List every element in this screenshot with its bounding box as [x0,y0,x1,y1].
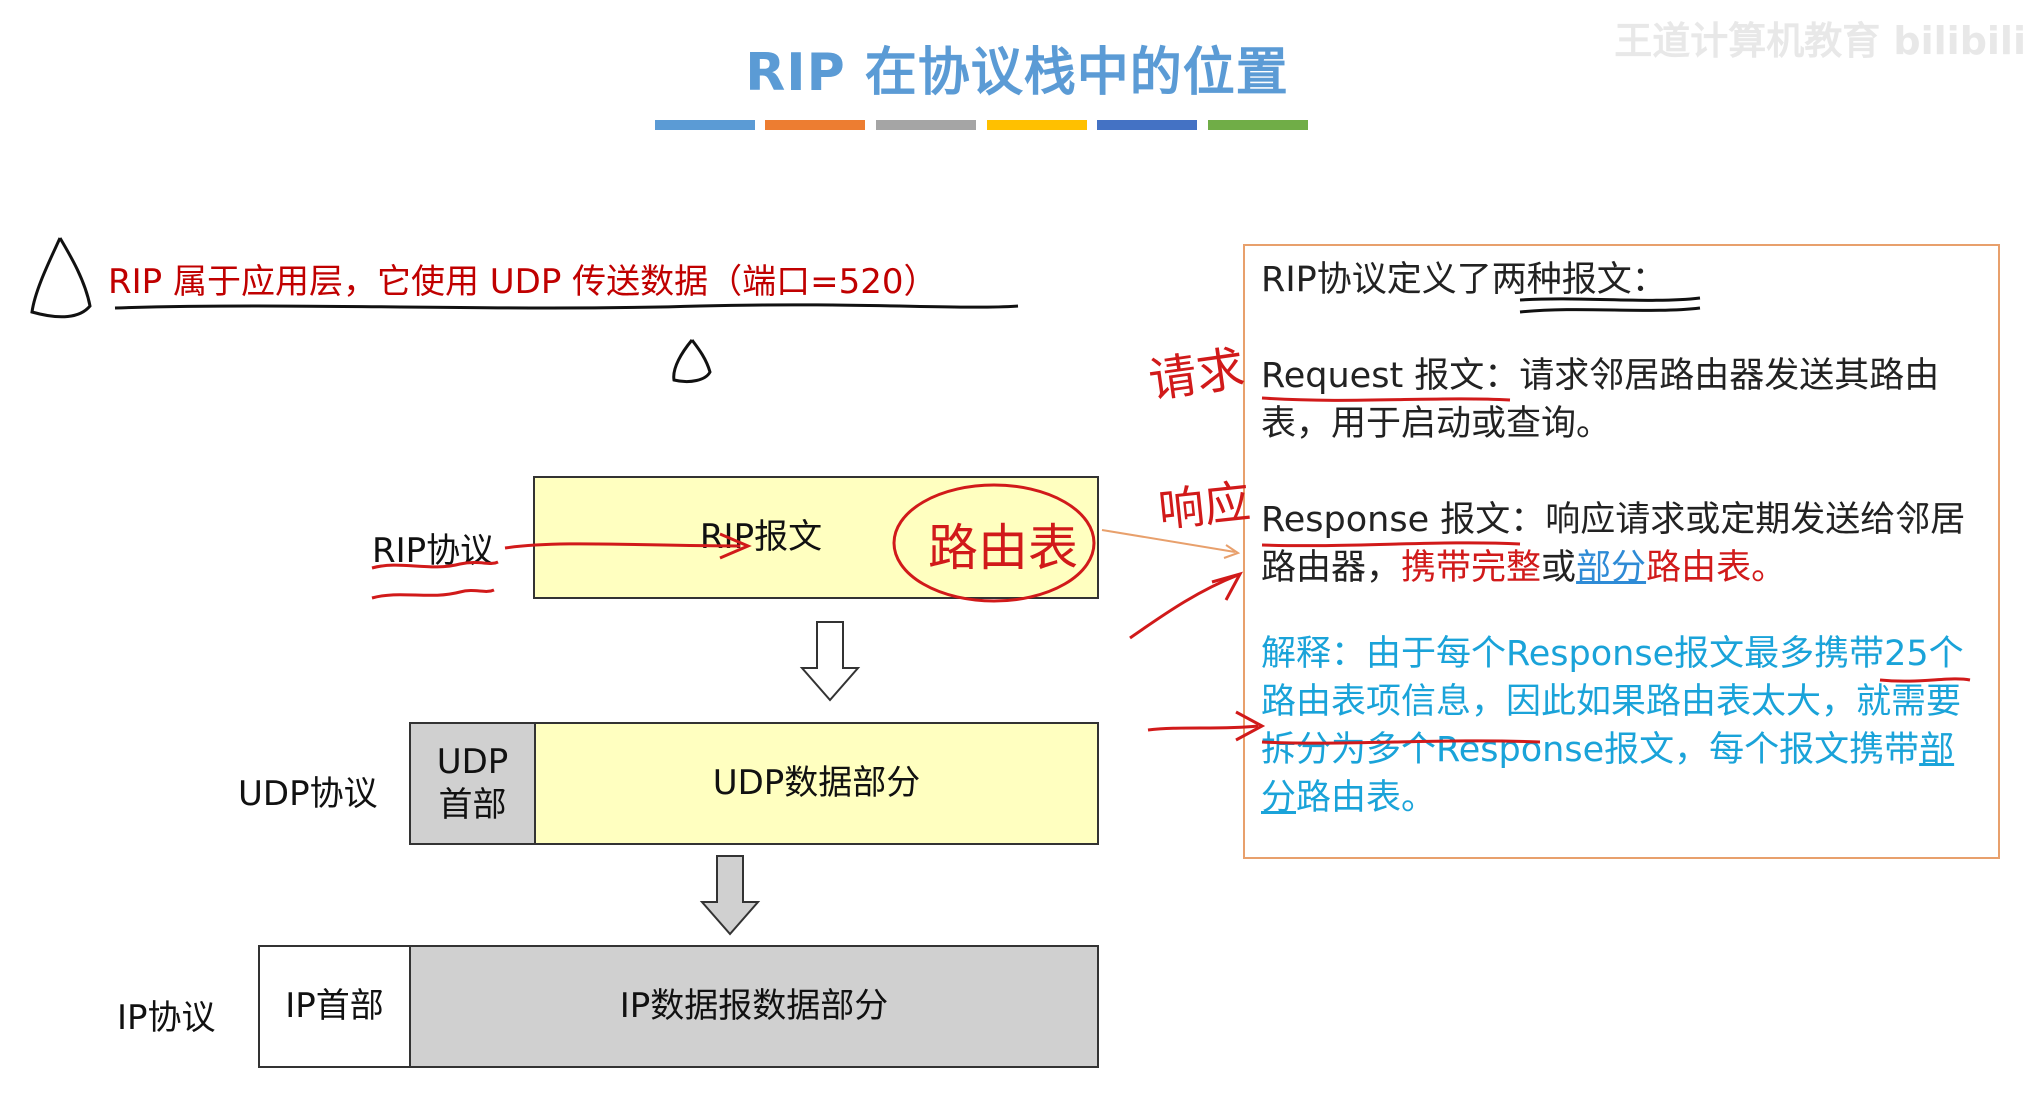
title-bar-2 [765,120,865,130]
udp-header-text: UDP 首部 [436,742,509,825]
down-arrow-1 [799,621,861,702]
rip-message-box: RIP报文 [533,476,1099,599]
ip-data-text: IP数据报数据部分 [619,986,889,1027]
title-bar-1 [655,120,755,130]
request-underline [1261,396,1511,402]
carry-underline [1879,677,1971,683]
ip-protocol-label: IP协议 [117,998,216,1038]
response-desc: ：响应请求或定期发送给邻居路由器， [1261,500,1966,588]
rip-label-underline-2 [371,588,495,600]
explain-part: 部分 [1261,730,1955,818]
explain-arrow [1147,724,1259,732]
ip-header-box: IP首部 [258,945,411,1068]
statement-underline [114,303,1019,310]
udp-header-box: UDP 首部 [409,722,536,845]
response-paragraph: Response 报文：响应请求或定期发送给邻居路由器，携带完整或部分路由表。 [1261,496,1982,592]
response-or: 或 [1541,548,1577,588]
udp-data-text: UDP数据部分 [712,763,921,804]
explain-end: 路由表。 [1296,778,1437,818]
udp-protocol-label: UDP协议 [238,774,378,814]
page-title: RIP 在协议栈中的位置 [745,43,1289,103]
entries-underline [1261,739,1541,745]
title-bar-3 [876,120,976,130]
title-bar-5 [1097,120,1197,130]
request-desc: ：请求邻居路由器发送其路由表，用于启动或查询。 [1261,356,1940,444]
pointer-head [1223,544,1241,559]
two-types-underline [1519,296,1701,314]
explain-paragraph: 解释：由于每个Response报文最多携带25个路由表项信息，因此如果路由表太大… [1261,630,1982,822]
request-paragraph: Request 报文：请求邻居路由器发送其路由表，用于启动或查询。 [1261,352,1982,448]
rip-statement: RIP 属于应用层，它使用 UDP 传送数据（端口=520） [108,262,938,302]
title-bar-6 [1208,120,1308,130]
explain-arrow-head [1235,710,1266,742]
ip-data-box: IP数据报数据部分 [409,945,1099,1068]
request-name: Request 报文 [1261,356,1485,396]
rip-arrow [504,542,741,550]
intro-suffix: ： [1631,260,1667,300]
message-types-panel: RIP协议定义了两种报文： Request 报文：请求邻居路由器发送其路由表，用… [1243,244,2000,859]
response-carry: 携带完整 [1401,548,1542,588]
title-bar-4 [987,120,1087,130]
panel-intro: RIP协议定义了两种报文： [1261,256,1982,304]
response-arrow [1129,573,1239,640]
ink-mark-small [672,339,712,384]
ip-header-text: IP首部 [285,986,384,1027]
rip-label-underline [371,560,499,570]
response-arrow-head [1211,571,1244,601]
rip-message-text: RIP报文 [699,517,823,558]
explain-text: 解释：由于每个Response报文最多携带25个路由表项信息，因此如果路由表太大… [1261,634,1964,770]
intro-emphasis: 两种报文 [1491,260,1632,300]
response-part: 部分 [1576,548,1647,588]
pointer-line [1101,529,1236,553]
watermark: 王道计算机教育 bilibili [1614,19,2026,63]
intro-prefix: RIP协议定义了 [1261,260,1492,300]
response-name: Response 报文 [1261,500,1511,540]
down-arrow-2 [699,855,761,936]
rip-arrow-head [719,532,752,560]
ink-mark-left [30,237,92,319]
response-underline [1261,541,1521,548]
response-end: 路由表。 [1646,548,1787,588]
udp-data-box: UDP数据部分 [534,722,1099,845]
route-table-circle [892,483,1096,603]
route-table-note: 路由表 [928,519,1078,577]
